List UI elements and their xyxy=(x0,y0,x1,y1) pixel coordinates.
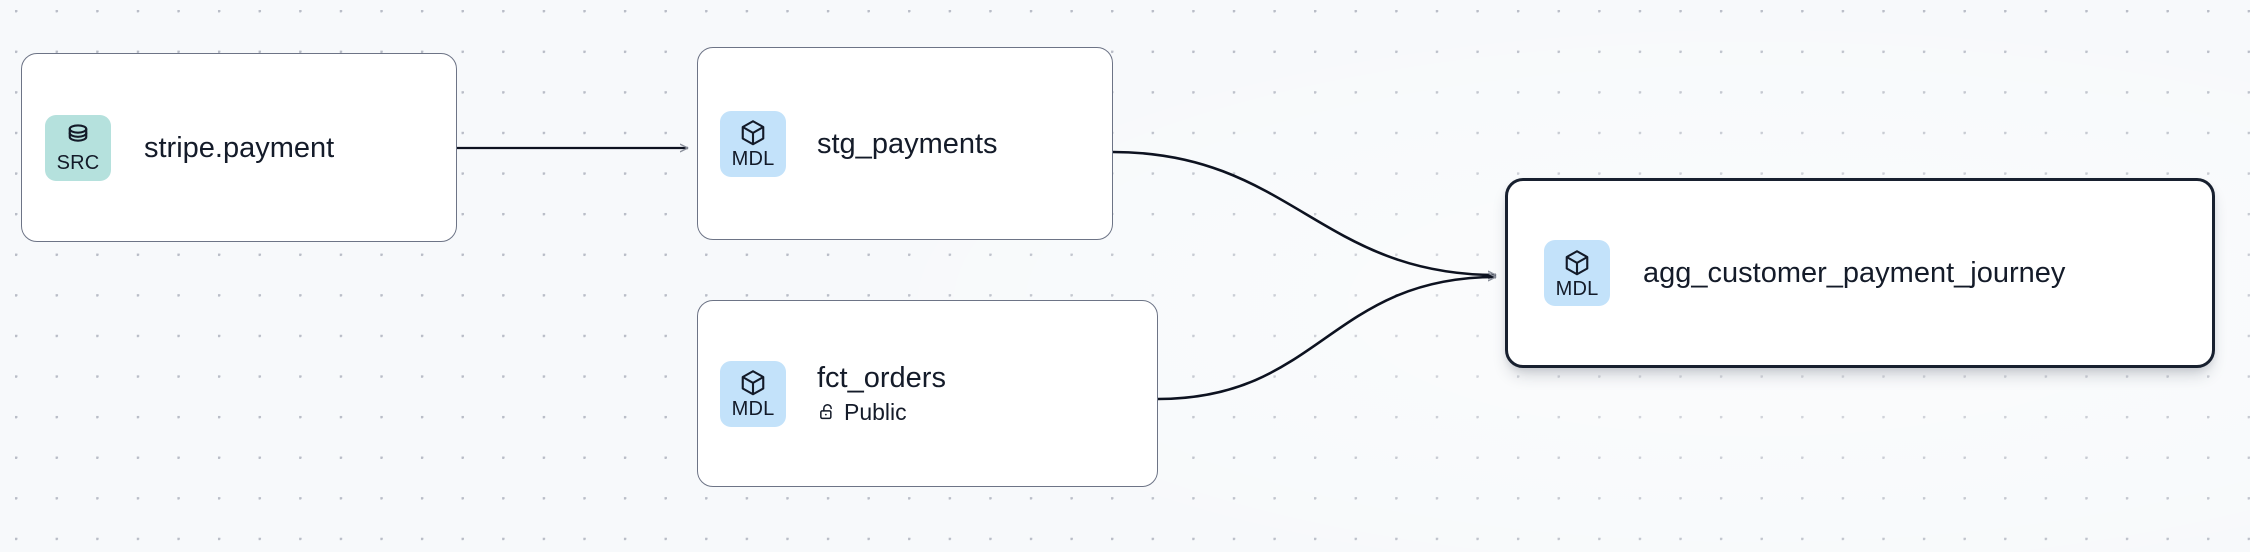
node-stripe-payment[interactable]: SRC stripe.payment xyxy=(21,53,457,242)
unlock-icon xyxy=(820,403,832,420)
node-badge-label: MDL xyxy=(1555,277,1599,300)
edge-fct-to-agg[interactable] xyxy=(1157,277,1496,401)
node-visibility-label: Public xyxy=(844,399,907,425)
node-badge-src: SRC xyxy=(45,114,111,181)
node-stg-payments[interactable]: MDL stg_payments xyxy=(697,47,1113,240)
node-badge-label: MDL xyxy=(731,148,775,170)
node-badge-label: SRC xyxy=(56,152,100,174)
edge-stg-to-agg[interactable] xyxy=(1112,150,1496,275)
node-body: stg_payments xyxy=(817,127,998,161)
node-visibility: Public xyxy=(817,398,946,426)
node-title: stg_payments xyxy=(817,127,998,160)
cube-icon xyxy=(1565,249,1589,275)
node-badge-label: MDL xyxy=(731,398,775,420)
node-title: stripe.payment xyxy=(144,131,335,164)
cube-icon xyxy=(741,370,765,396)
cube-icon xyxy=(741,120,765,146)
node-agg-customer-payment-journey[interactable]: MDL agg_customer_payment_journey xyxy=(1505,178,2215,368)
node-badge-mdl: MDL xyxy=(720,110,786,177)
node-fct-orders[interactable]: MDL fct_orders Public xyxy=(697,300,1158,487)
node-title: agg_customer_payment_journey xyxy=(1643,257,2066,289)
database-icon xyxy=(68,124,88,142)
node-body: agg_customer_payment_journey xyxy=(1643,256,2065,290)
node-body: stripe.payment xyxy=(144,131,334,165)
node-body: fct_orders Public xyxy=(817,361,946,426)
node-badge-mdl: MDL xyxy=(1544,240,1610,306)
node-badge-mdl: MDL xyxy=(720,360,786,427)
node-title: fct_orders xyxy=(817,362,946,394)
